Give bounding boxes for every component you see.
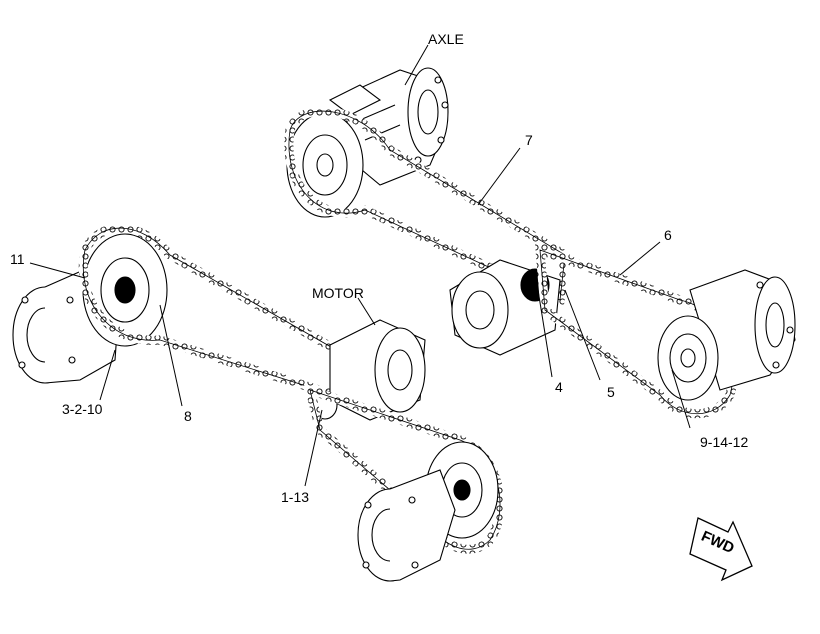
lower-chain-8 (78, 223, 351, 401)
left-sprocket (82, 233, 168, 347)
forward-arrow-icon: FWD (689, 517, 753, 582)
label-part-1-13: 1-13 (281, 489, 309, 505)
label-part-4: 4 (555, 379, 563, 395)
label-part-6: 6 (664, 227, 672, 243)
part-labels: AXLE 7 6 11 MOTOR 4 5 3-2-10 8 9-14-12 1… (10, 31, 748, 505)
label-part-8: 8 (184, 408, 192, 424)
right-sprocket (657, 315, 719, 401)
upper-axle-housing (328, 67, 449, 186)
upper-left-sprocket (286, 112, 364, 218)
front-axle-hub (357, 469, 456, 582)
label-part-7: 7 (525, 132, 533, 148)
middle-motor-hub (449, 259, 561, 356)
upper-chain-7 (284, 106, 570, 307)
label-part-11: 11 (10, 251, 25, 267)
lower-motor (312, 319, 426, 421)
label-axle: AXLE (428, 31, 464, 47)
label-part-3-2-10: 3-2-10 (62, 401, 103, 417)
label-part-5: 5 (607, 384, 615, 400)
label-part-9-14-12: 9-14-12 (700, 434, 748, 450)
leader-lines (29, 44, 691, 487)
label-motor: MOTOR (312, 285, 364, 301)
